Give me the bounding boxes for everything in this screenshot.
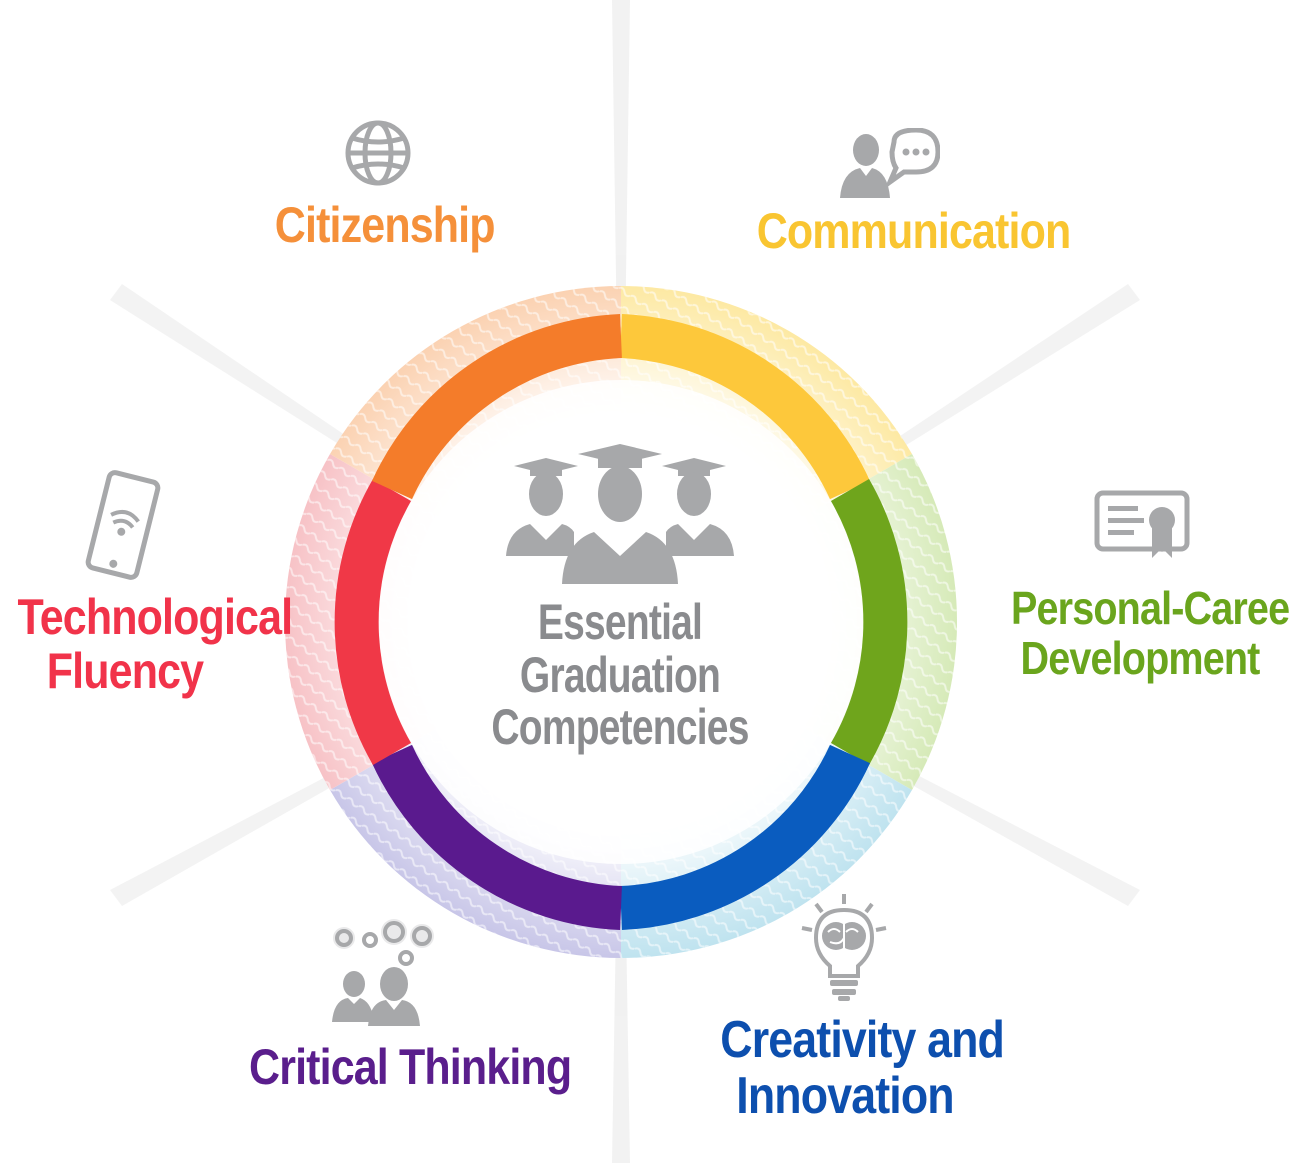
gears-people-icon: [332, 919, 434, 1026]
person-speech-bubble-icon: [840, 128, 940, 198]
globe-icon: [345, 120, 411, 186]
title-line-2: Competencies: [491, 699, 749, 755]
label-critical-thinking: Critical Thinking: [249, 1039, 572, 1095]
label-technological-fluency: Technological Fluency: [17, 589, 294, 699]
diagram-title: Essential Graduation Competencies: [464, 596, 776, 754]
certificate-icon: [1094, 490, 1190, 558]
smartphone-wifi-icon: [85, 470, 161, 580]
title-line-1: Essential Graduation: [519, 594, 721, 703]
competency-ring: [334, 314, 908, 930]
lightbulb-brain-icon: [801, 894, 887, 1001]
graduates-icon: [506, 444, 734, 584]
label-communication: Communication: [756, 203, 1072, 259]
label-creativity-and-innovation: Creativity and Innovation: [720, 1011, 1005, 1126]
label-personal-career-development: Personal-Career Development: [1011, 582, 1291, 684]
label-citizenship: Citizenship: [274, 197, 496, 253]
